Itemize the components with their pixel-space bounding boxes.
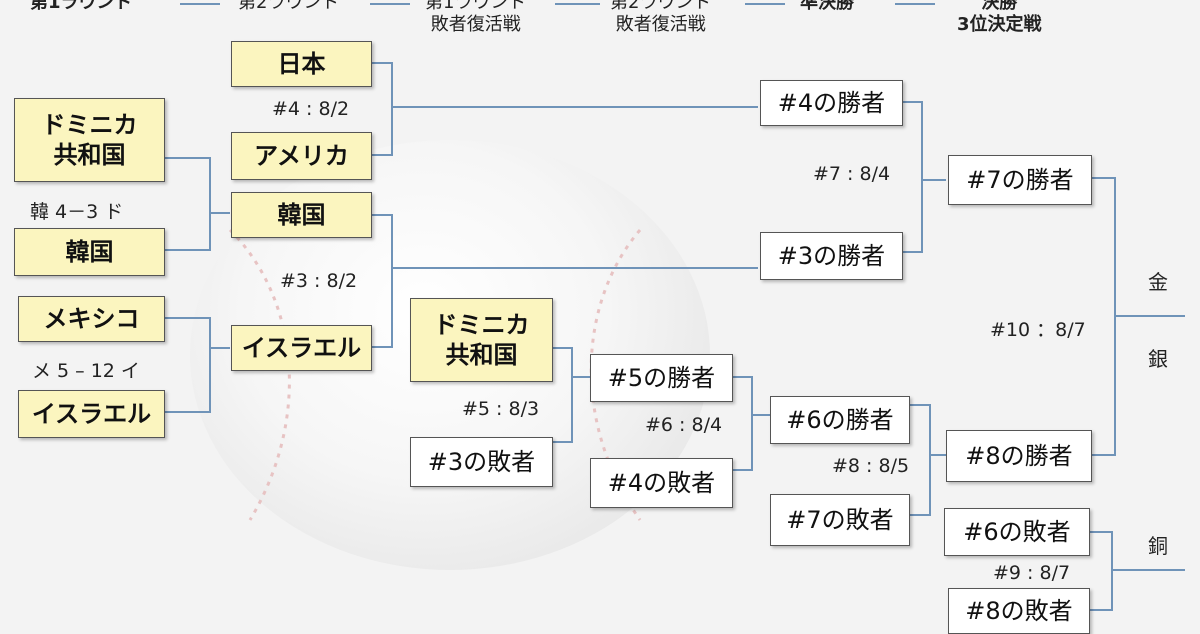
loser-game3: #3の敗者 xyxy=(410,437,553,487)
winner-game6: #6の勝者 xyxy=(770,396,910,444)
game6-label: #6 : 8/4 xyxy=(645,414,723,436)
winner-game5: #5の勝者 xyxy=(590,354,733,402)
team-dominica-round1: ドミニカ 共和国 xyxy=(14,98,165,182)
winner-game7: #7の勝者 xyxy=(948,155,1092,205)
loser-game4: #4の敗者 xyxy=(590,458,733,508)
game8-label: #8 : 8/5 xyxy=(832,455,910,477)
team-usa: アメリカ xyxy=(231,132,372,180)
game9-label: #9 : 8/7 xyxy=(993,562,1071,584)
score-korea-dominica: 韓 4－3 ド xyxy=(30,201,124,223)
winner-game8: #8の勝者 xyxy=(946,430,1092,482)
team-dominica-repechage: ドミニカ 共和国 xyxy=(410,298,553,382)
loser-game7: #7の敗者 xyxy=(770,494,910,546)
header-repechage1: 第1ラウンド敗者復活戦 xyxy=(425,0,527,35)
header-round2: 第2ラウンド xyxy=(238,0,340,13)
score-mexico-israel: メ 5 – 12 イ xyxy=(32,360,140,382)
gold-medal-label: 金 xyxy=(1148,270,1168,294)
team-japan: 日本 xyxy=(231,41,372,87)
game5-label: #5 : 8/3 xyxy=(462,398,540,420)
game10-label: #10 ：8/7 xyxy=(990,319,1086,341)
bronze-medal-label: 銅 xyxy=(1148,534,1168,558)
loser-game6: #6の敗者 xyxy=(944,508,1090,556)
winner-game4: #4の勝者 xyxy=(760,80,903,126)
header-semifinal: 準決勝 xyxy=(800,0,854,13)
header-repechage2: 第2ラウンド敗者復活戦 xyxy=(610,0,712,35)
header-round1: 第1ラウンド xyxy=(30,0,133,13)
silver-medal-label: 銀 xyxy=(1148,347,1168,371)
game4-label: #4 : 8/2 xyxy=(272,98,350,120)
team-israel-round1: イスラエル xyxy=(18,390,165,438)
team-korea-round2: 韓国 xyxy=(231,192,372,238)
game3-label: #3 : 8/2 xyxy=(280,270,358,292)
winner-game3: #3の勝者 xyxy=(760,232,903,280)
game7-label: #7 : 8/4 xyxy=(813,163,891,185)
loser-game8: #8の敗者 xyxy=(948,588,1090,634)
team-korea-round1: 韓国 xyxy=(14,228,165,276)
team-mexico-round1: メキシコ xyxy=(18,296,165,342)
team-israel-round2: イスラエル xyxy=(231,325,372,371)
